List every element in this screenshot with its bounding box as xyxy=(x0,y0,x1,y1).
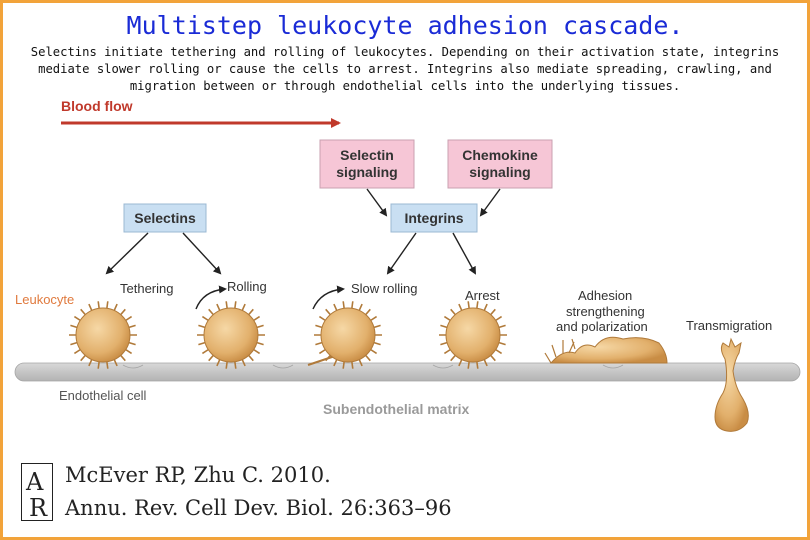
citation-authors: McEver RP, Zhu C. 2010. xyxy=(65,463,331,487)
slide-title: Multistep leukocyte adhesion cascade. xyxy=(126,11,684,40)
tethering-label: Tethering xyxy=(120,281,173,296)
endothelial-cell-label: Endothelial cell xyxy=(59,388,147,403)
chemokine-signaling-line2: signaling xyxy=(469,164,530,180)
selectins-box: Selectins xyxy=(123,203,207,233)
selectin-signaling-box: Selectin signaling xyxy=(319,139,415,189)
slide-subtitle: Selectins initiate tethering and rolling… xyxy=(30,45,780,93)
arrow-to-tethering xyxy=(105,232,149,275)
leukocyte-tethering xyxy=(69,301,137,369)
logo-letter-r: R xyxy=(29,494,48,521)
integrins-box: Integrins xyxy=(390,203,478,233)
leukocyte-tethering-spikes xyxy=(69,301,137,369)
leukocyte-arrest-spikes xyxy=(439,301,507,369)
leukocyte-rolling-spikes xyxy=(197,301,265,369)
slow-rolling-label: Slow rolling xyxy=(351,281,417,296)
leukocyte-cells xyxy=(69,301,507,369)
slow-rolling-motion-arrow xyxy=(312,285,345,310)
leukocyte-arrest-body xyxy=(445,307,501,363)
citation-journal: Annu. Rev. Cell Dev. Biol. 26:363–96 xyxy=(65,496,452,520)
leukocyte-tethering-body xyxy=(75,307,131,363)
adhesion-label-line1: Adhesion xyxy=(578,288,632,303)
integrins-label: Integrins xyxy=(404,210,463,226)
chemokine-signaling-line1: Chemokine xyxy=(462,147,538,163)
selectin-signaling-line1: Selectin xyxy=(340,147,394,163)
rolling-label: Rolling xyxy=(227,279,267,294)
citation: A R McEver RP, Zhu C. 2010. Annu. Rev. C… xyxy=(21,461,501,527)
transmigration-label: Transmigration xyxy=(686,318,772,333)
arrest-label: Arrest xyxy=(465,288,500,303)
leukocyte-slow-rolling-spikes xyxy=(314,301,382,369)
arrow-selectin-to-integrins xyxy=(366,188,388,217)
leukocyte-label: Leukocyte xyxy=(15,292,74,307)
transmigrating-cell xyxy=(714,337,749,432)
endothelium xyxy=(14,362,801,382)
blood-flow-label: Blood flow xyxy=(61,98,133,114)
spreading-cell xyxy=(544,336,668,364)
subendothelial-matrix-label: Subendothelial matrix xyxy=(323,401,469,417)
leukocyte-slow-rolling xyxy=(307,301,382,369)
arrow-to-slow-rolling xyxy=(386,232,417,275)
leukocyte-rolling-body xyxy=(203,307,259,363)
arrow-to-arrest xyxy=(452,232,476,275)
adhesion-label-line3: and polarization xyxy=(556,319,648,334)
adhesion-cascade-diagram: Blood flow Selectin signaling Chemokine … xyxy=(14,98,801,432)
logo-letter-a: A xyxy=(25,468,44,496)
selectin-signaling-line2: signaling xyxy=(336,164,397,180)
leukocyte-rolling xyxy=(197,301,265,369)
arrow-chemokine-to-integrins xyxy=(479,188,501,217)
leukocyte-slow-rolling-body xyxy=(320,307,376,363)
arrow-to-rolling xyxy=(182,232,222,275)
pathway-arrows xyxy=(105,188,501,275)
adhesion-label-line2: strengthening xyxy=(566,304,645,319)
rolling-motion-arrow xyxy=(195,285,227,310)
leukocyte-arrest xyxy=(439,301,507,369)
chemokine-signaling-box: Chemokine signaling xyxy=(447,139,553,189)
selectins-label: Selectins xyxy=(134,210,196,226)
annual-reviews-logo: A R xyxy=(21,463,53,521)
